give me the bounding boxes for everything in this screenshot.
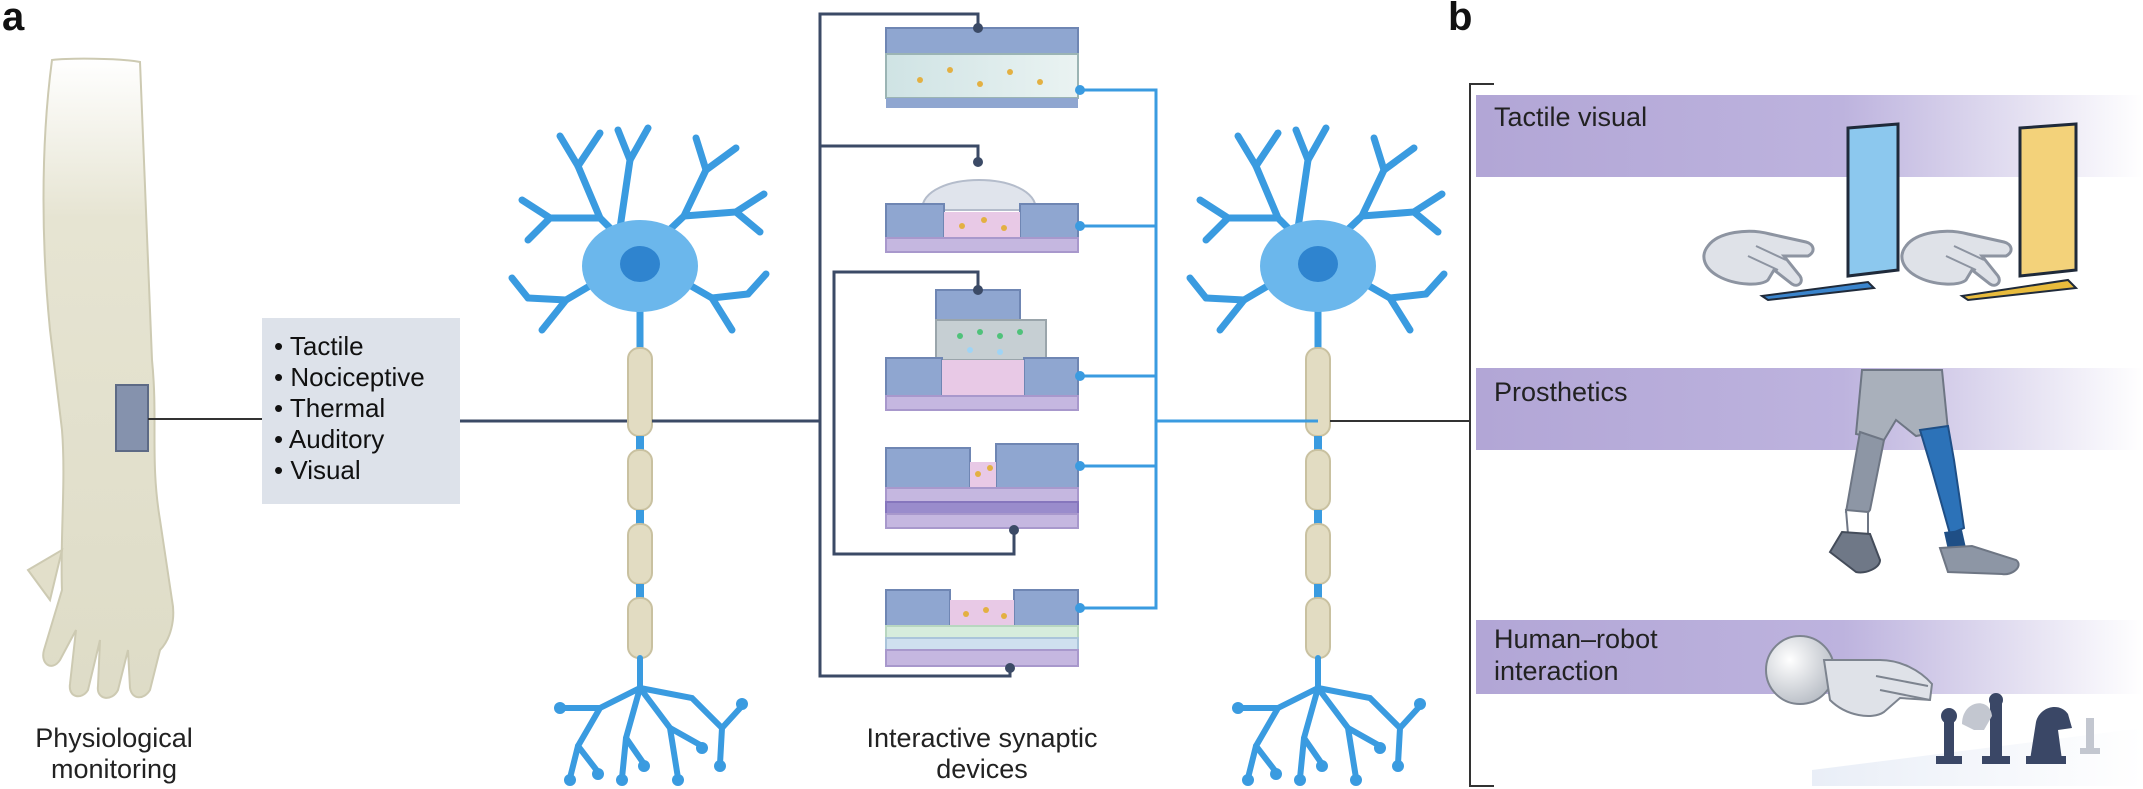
tactile-visual-illustration bbox=[1702, 122, 2079, 302]
synaptic-device-2 bbox=[885, 157, 1085, 253]
synaptic-device-3 bbox=[885, 285, 1085, 411]
caption-monitoring: monitoring bbox=[51, 754, 177, 784]
modality-nociceptive: • Nociceptive bbox=[274, 362, 425, 392]
panel-letter-a: a bbox=[2, 0, 25, 39]
label-human-robot-line1: Human–robot bbox=[1494, 624, 1658, 654]
sensing-modalities-list: • Tactile • Nociceptive • Thermal • Audi… bbox=[274, 331, 425, 485]
arm-illustration bbox=[26, 57, 175, 699]
presynaptic-neuron bbox=[512, 128, 766, 786]
label-prosthetics: Prosthetics bbox=[1494, 377, 1628, 407]
panel-b-bracket bbox=[1469, 83, 1494, 787]
caption-physiological: Physiological bbox=[35, 723, 193, 753]
synaptic-device-1 bbox=[885, 23, 1085, 108]
postsynaptic-neuron bbox=[1190, 128, 1444, 786]
modality-thermal: • Thermal bbox=[274, 393, 385, 423]
device-output-wiring bbox=[1080, 88, 1318, 610]
modality-visual: • Visual bbox=[274, 455, 361, 485]
modality-auditory: • Auditory bbox=[274, 424, 384, 454]
modality-tactile: • Tactile bbox=[274, 331, 364, 361]
caption-devices: devices bbox=[936, 754, 1028, 784]
hand-right bbox=[1900, 229, 2013, 287]
sensing-modalities-box bbox=[262, 318, 460, 504]
prosthetics-illustration bbox=[1828, 369, 2020, 576]
label-human-robot-line2: interaction bbox=[1494, 656, 1619, 686]
synaptic-device-5 bbox=[885, 589, 1085, 673]
band-prosthetics bbox=[1476, 368, 2143, 450]
label-tactile-visual: Tactile visual bbox=[1494, 102, 1647, 132]
panel-letter-b: b bbox=[1448, 0, 1472, 39]
hand-left bbox=[1702, 229, 1815, 287]
caption-interactive-synaptic: Interactive synaptic bbox=[866, 723, 1097, 753]
wearable-sensor-patch bbox=[115, 384, 149, 452]
synaptic-device-4 bbox=[885, 443, 1085, 535]
human-robot-illustration bbox=[1765, 635, 2143, 786]
